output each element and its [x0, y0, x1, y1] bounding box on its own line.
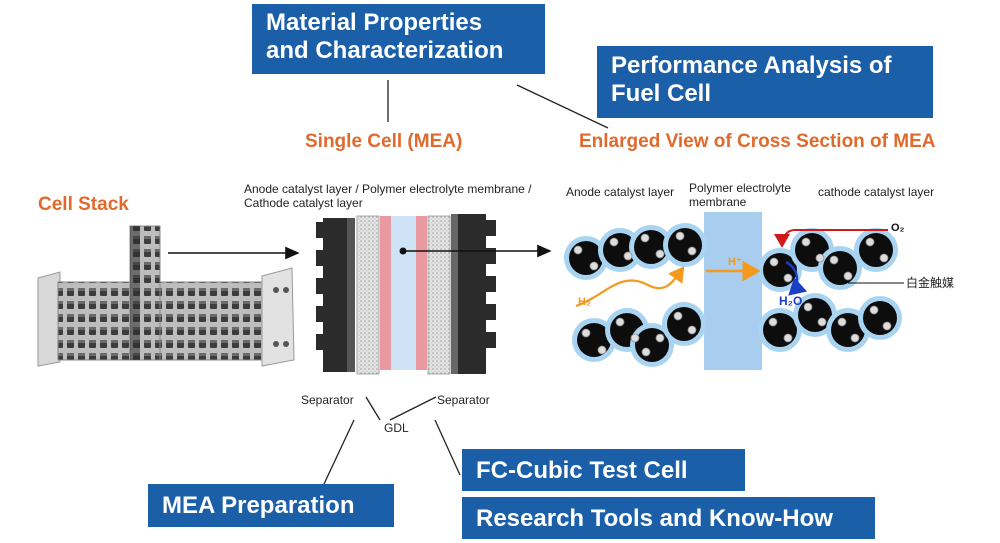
- h2o-label: H₂O: [779, 294, 803, 308]
- cathode-particles-bottom: [758, 293, 902, 352]
- gdl-label: GDL: [384, 421, 409, 435]
- single-cell-heading: Single Cell (MEA): [305, 131, 463, 152]
- anode-particles-top: [564, 223, 707, 280]
- research-tools-box: Research Tools and Know-How: [462, 497, 875, 539]
- h2-label: H₂: [578, 296, 591, 308]
- anode-particles-bottom: [572, 302, 706, 367]
- performance-analysis-label: Performance Analysis of Fuel Cell: [611, 52, 892, 107]
- single-cell-mea: [316, 214, 496, 375]
- separator-left-label: Separator: [301, 393, 354, 407]
- polymer-membrane-label: Polymer electrolyte membrane: [689, 181, 792, 210]
- enlarged-view-heading: Enlarged View of Cross Section of MEA: [579, 131, 936, 152]
- anode-catalyst-label: Anode catalyst layer: [566, 185, 675, 199]
- enlarged-cross-section: [564, 212, 904, 370]
- h2-flow-arrow: [575, 266, 685, 308]
- h-plus-label: H⁺: [728, 256, 742, 268]
- platinum-catalyst-label: 白金触媒: [906, 276, 955, 290]
- fc-cubic-label: FC-Cubic Test Cell: [476, 457, 688, 484]
- h2o-flow-arrow: [785, 260, 808, 296]
- o2-flow-arrow: [774, 229, 888, 248]
- separator-right-label: Separator: [437, 393, 490, 407]
- mea-preparation-box: MEA Preparation: [148, 484, 394, 527]
- mea-layers-label: Anode catalyst layer / Polymer electroly…: [244, 182, 532, 211]
- o2-label: O₂: [891, 222, 905, 234]
- cathode-catalyst-label: cathode catalyst layer: [818, 185, 935, 199]
- material-properties-label: Material Properties and Characterization: [266, 9, 504, 64]
- cell-stack-heading: Cell Stack: [38, 194, 129, 215]
- fc-cubic-box: FC-Cubic Test Cell: [462, 449, 745, 491]
- cell-stack: [37, 225, 295, 367]
- performance-analysis-box: Performance Analysis of Fuel Cell: [597, 46, 933, 118]
- connector-lines: [323, 80, 609, 485]
- material-properties-box: Material Properties and Characterization: [252, 4, 545, 74]
- mea-preparation-label: MEA Preparation: [162, 492, 355, 519]
- cathode-particles-top: [758, 228, 898, 292]
- research-tools-label: Research Tools and Know-How: [476, 505, 833, 532]
